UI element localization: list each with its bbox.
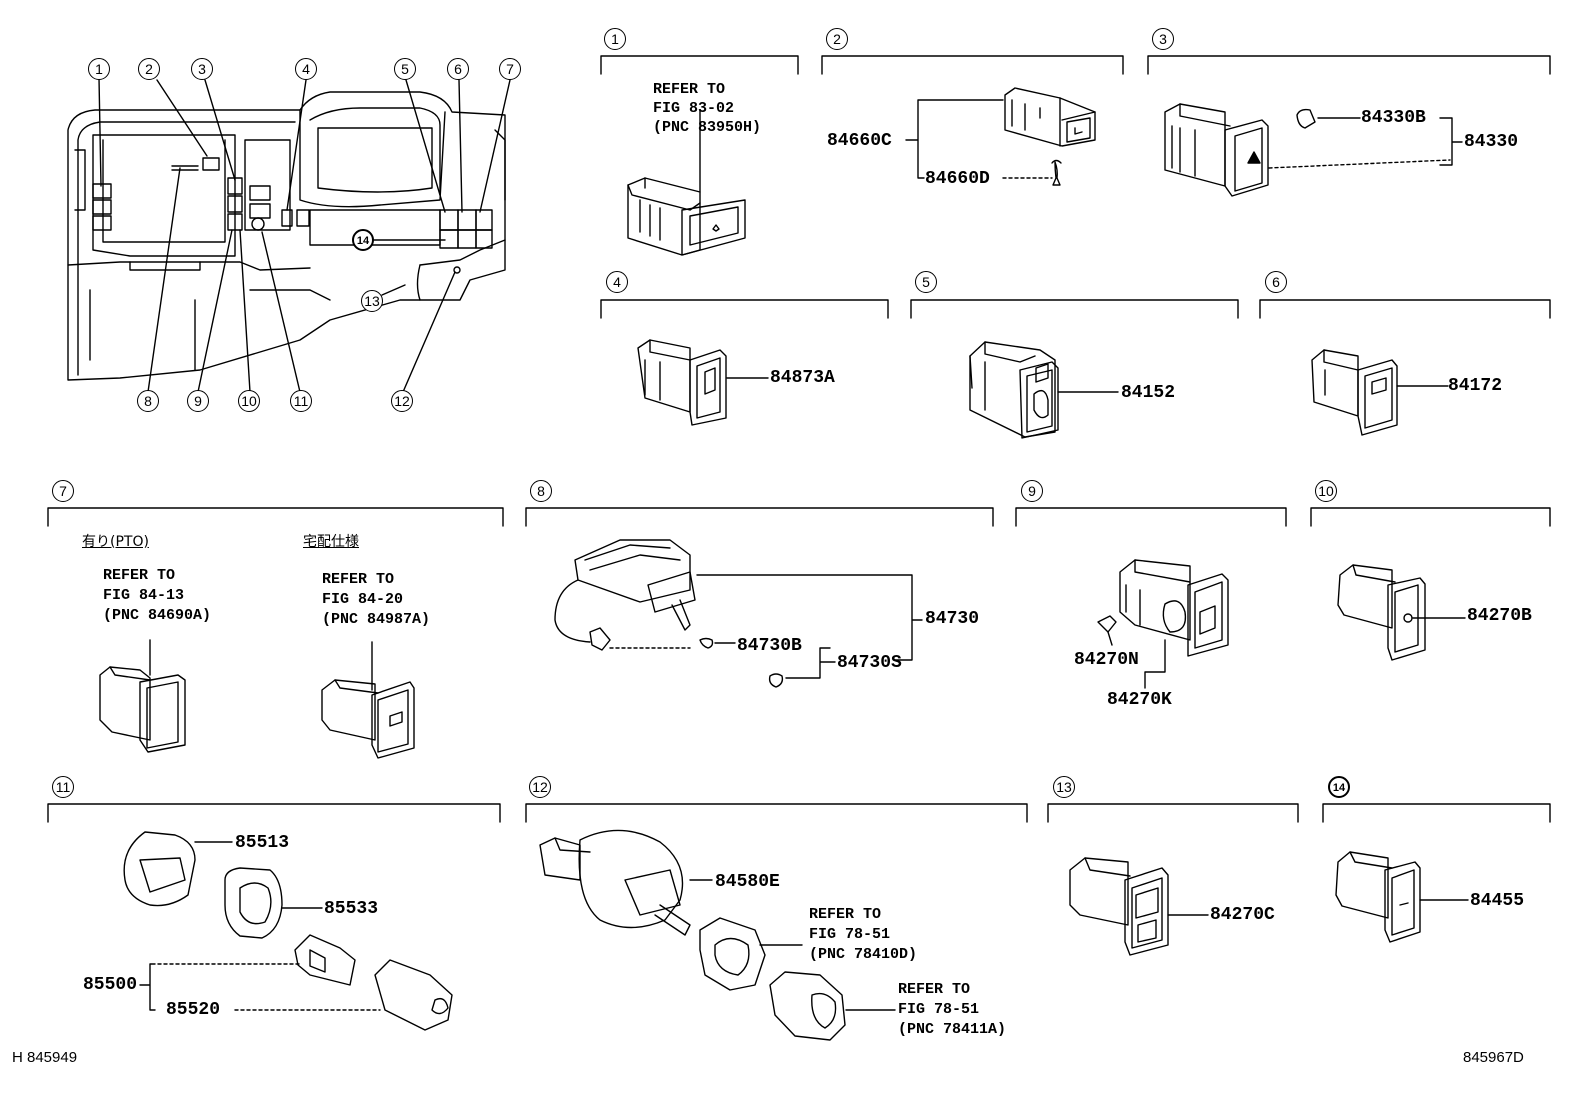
- section-7-variant-a-label: 有り(PTO): [82, 534, 149, 550]
- section-11-number: 11: [52, 776, 74, 798]
- part-number-84172: 84172: [1448, 376, 1503, 396]
- part-number-84730: 84730: [925, 609, 980, 629]
- section-1-number: 1: [604, 28, 626, 50]
- section-7-reference-b-line-1: REFER TO: [322, 571, 395, 588]
- section-12-reference-a-line-2: FIG 78-51: [809, 926, 891, 943]
- part-number-85513: 85513: [235, 833, 290, 853]
- part-2-switch-drawing: [905, 87, 1096, 186]
- section-7-reference-a-line-1: REFER TO: [103, 567, 176, 584]
- part-number-84580E: 84580E: [715, 872, 780, 892]
- part-14-switch-drawing: [1335, 851, 1469, 943]
- section-7-reference-b-line-2: FIG 84-20: [322, 591, 404, 608]
- section-12-reference-a-line-3: (PNC 78410D): [809, 946, 918, 963]
- callout-1: 1: [88, 58, 110, 80]
- section-14-number: 14: [1328, 776, 1350, 798]
- section-13-number: 13: [1053, 776, 1075, 798]
- part-number-84660D: 84660D: [925, 169, 990, 189]
- callout-12: 12: [391, 390, 413, 412]
- dashboard-overview-drawing: [67, 77, 511, 393]
- section-brackets: [47, 55, 1551, 823]
- callout-14: 14: [352, 229, 374, 251]
- callout-13: 13: [361, 290, 383, 312]
- section-8-number: 8: [530, 480, 552, 502]
- section-12-reference-b-line-3: (PNC 78411A): [898, 1021, 1007, 1038]
- callout-4: 4: [295, 58, 317, 80]
- section-7-reference-a-line-3: (PNC 84690A): [103, 607, 212, 624]
- section-9-number: 9: [1021, 480, 1043, 502]
- part-10-switch-drawing: [1337, 564, 1466, 661]
- part-1-switch-drawing: [627, 109, 746, 256]
- part-8-switch-drawing: [554, 539, 923, 688]
- footer-right-code: 845967D: [1463, 1049, 1524, 1066]
- part-number-84152: 84152: [1121, 383, 1176, 403]
- section-1-reference-line-1: REFER TO: [653, 81, 726, 98]
- section-5-number: 5: [915, 271, 937, 293]
- section-7-variant-b-label: 宅配仕様: [303, 534, 359, 550]
- callout-2: 2: [138, 58, 160, 80]
- section-3-number: 3: [1152, 28, 1174, 50]
- callout-5: 5: [394, 58, 416, 80]
- part-number-85533: 85533: [324, 899, 379, 919]
- callout-7: 7: [499, 58, 521, 80]
- section-12-number: 12: [529, 776, 551, 798]
- part-3-switch-drawing: [1164, 103, 1463, 197]
- part-number-84660C: 84660C: [827, 131, 892, 151]
- section-10-number: 10: [1315, 480, 1337, 502]
- part-13-switch-drawing: [1069, 857, 1209, 956]
- section-7-reference-b-line-3: (PNC 84987A): [322, 611, 431, 628]
- callout-10: 10: [238, 390, 260, 412]
- footer-left-code: H 845949: [12, 1049, 78, 1066]
- part-number-85500: 85500: [83, 975, 138, 995]
- part-5-switch-drawing: [969, 341, 1119, 439]
- callout-11: 11: [290, 390, 312, 412]
- callout-3: 3: [191, 58, 213, 80]
- part-number-84730S: 84730S: [837, 653, 902, 673]
- part-4-switch-drawing: [637, 339, 769, 426]
- callout-8: 8: [137, 390, 159, 412]
- callout-6: 6: [447, 58, 469, 80]
- section-1-reference-line-3: (PNC 83950H): [653, 119, 762, 136]
- part-7-switch-drawing: [99, 639, 415, 759]
- part-number-84270C: 84270C: [1210, 905, 1275, 925]
- section-7-number: 7: [52, 480, 74, 502]
- part-number-84873A: 84873A: [770, 368, 835, 388]
- part-number-84270N: 84270N: [1074, 650, 1139, 670]
- part-number-84270B: 84270B: [1467, 606, 1532, 626]
- section-12-reference-b-line-2: FIG 78-51: [898, 1001, 980, 1018]
- part-11-cigarette-lighter-drawing: [123, 831, 453, 1031]
- section-2-number: 2: [826, 28, 848, 50]
- part-number-84330: 84330: [1464, 132, 1519, 152]
- part-number-84455: 84455: [1470, 891, 1525, 911]
- part-number-84270K: 84270K: [1107, 690, 1172, 710]
- part-number-84330B: 84330B: [1361, 108, 1426, 128]
- part-9-switch-drawing: [1097, 559, 1229, 689]
- part-12-switch-drawing: [539, 829, 896, 1041]
- section-12-reference-a-line-1: REFER TO: [809, 906, 882, 923]
- section-4-number: 4: [606, 271, 628, 293]
- part-number-85520: 85520: [166, 1000, 221, 1020]
- section-12-reference-b-line-1: REFER TO: [898, 981, 971, 998]
- part-6-switch-drawing: [1311, 349, 1449, 436]
- section-6-number: 6: [1265, 271, 1287, 293]
- part-number-84730B: 84730B: [737, 636, 802, 656]
- section-1-reference-line-2: FIG 83-02: [653, 100, 735, 117]
- callout-9: 9: [187, 390, 209, 412]
- section-7-reference-a-line-2: FIG 84-13: [103, 587, 185, 604]
